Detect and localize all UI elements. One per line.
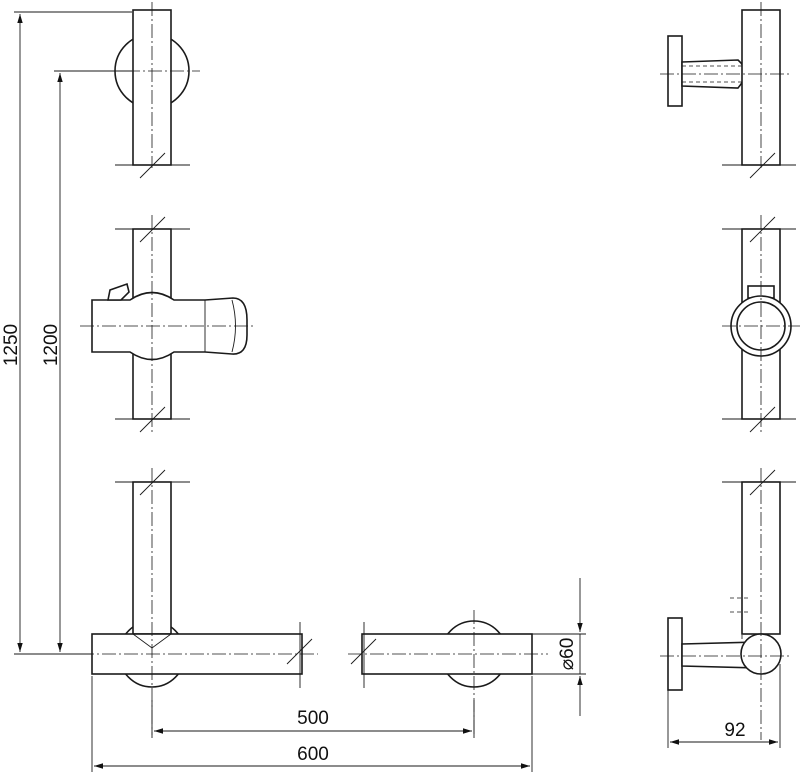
front-view-slider xyxy=(80,215,255,433)
dimension-label-diameter: ⌀60 xyxy=(557,638,578,671)
dimension-wall-projection: 92 xyxy=(667,664,781,748)
dimension-label-1200: 1200 xyxy=(41,324,62,366)
dimension-label-500: 500 xyxy=(297,708,329,729)
side-view-bottom-mount xyxy=(660,468,796,740)
dimension-label-1250: 1250 xyxy=(1,324,22,366)
front-view-bottom-bar xyxy=(80,468,548,735)
side-view-slider xyxy=(722,215,800,433)
dimension-mount-spacing: 500 xyxy=(151,700,475,738)
front-view-top-mount xyxy=(104,2,200,179)
side-view-top-mount xyxy=(660,2,796,179)
dimension-label-92: 92 xyxy=(724,720,745,741)
dimension-label-600: 600 xyxy=(297,744,329,765)
dimension-height-to-mount: 1200 xyxy=(41,70,132,655)
dimension-tube-diameter: ⌀60 xyxy=(490,578,586,716)
dimension-bar-length: 600 xyxy=(91,676,533,772)
dimension-total-height: 1250 xyxy=(1,11,132,655)
